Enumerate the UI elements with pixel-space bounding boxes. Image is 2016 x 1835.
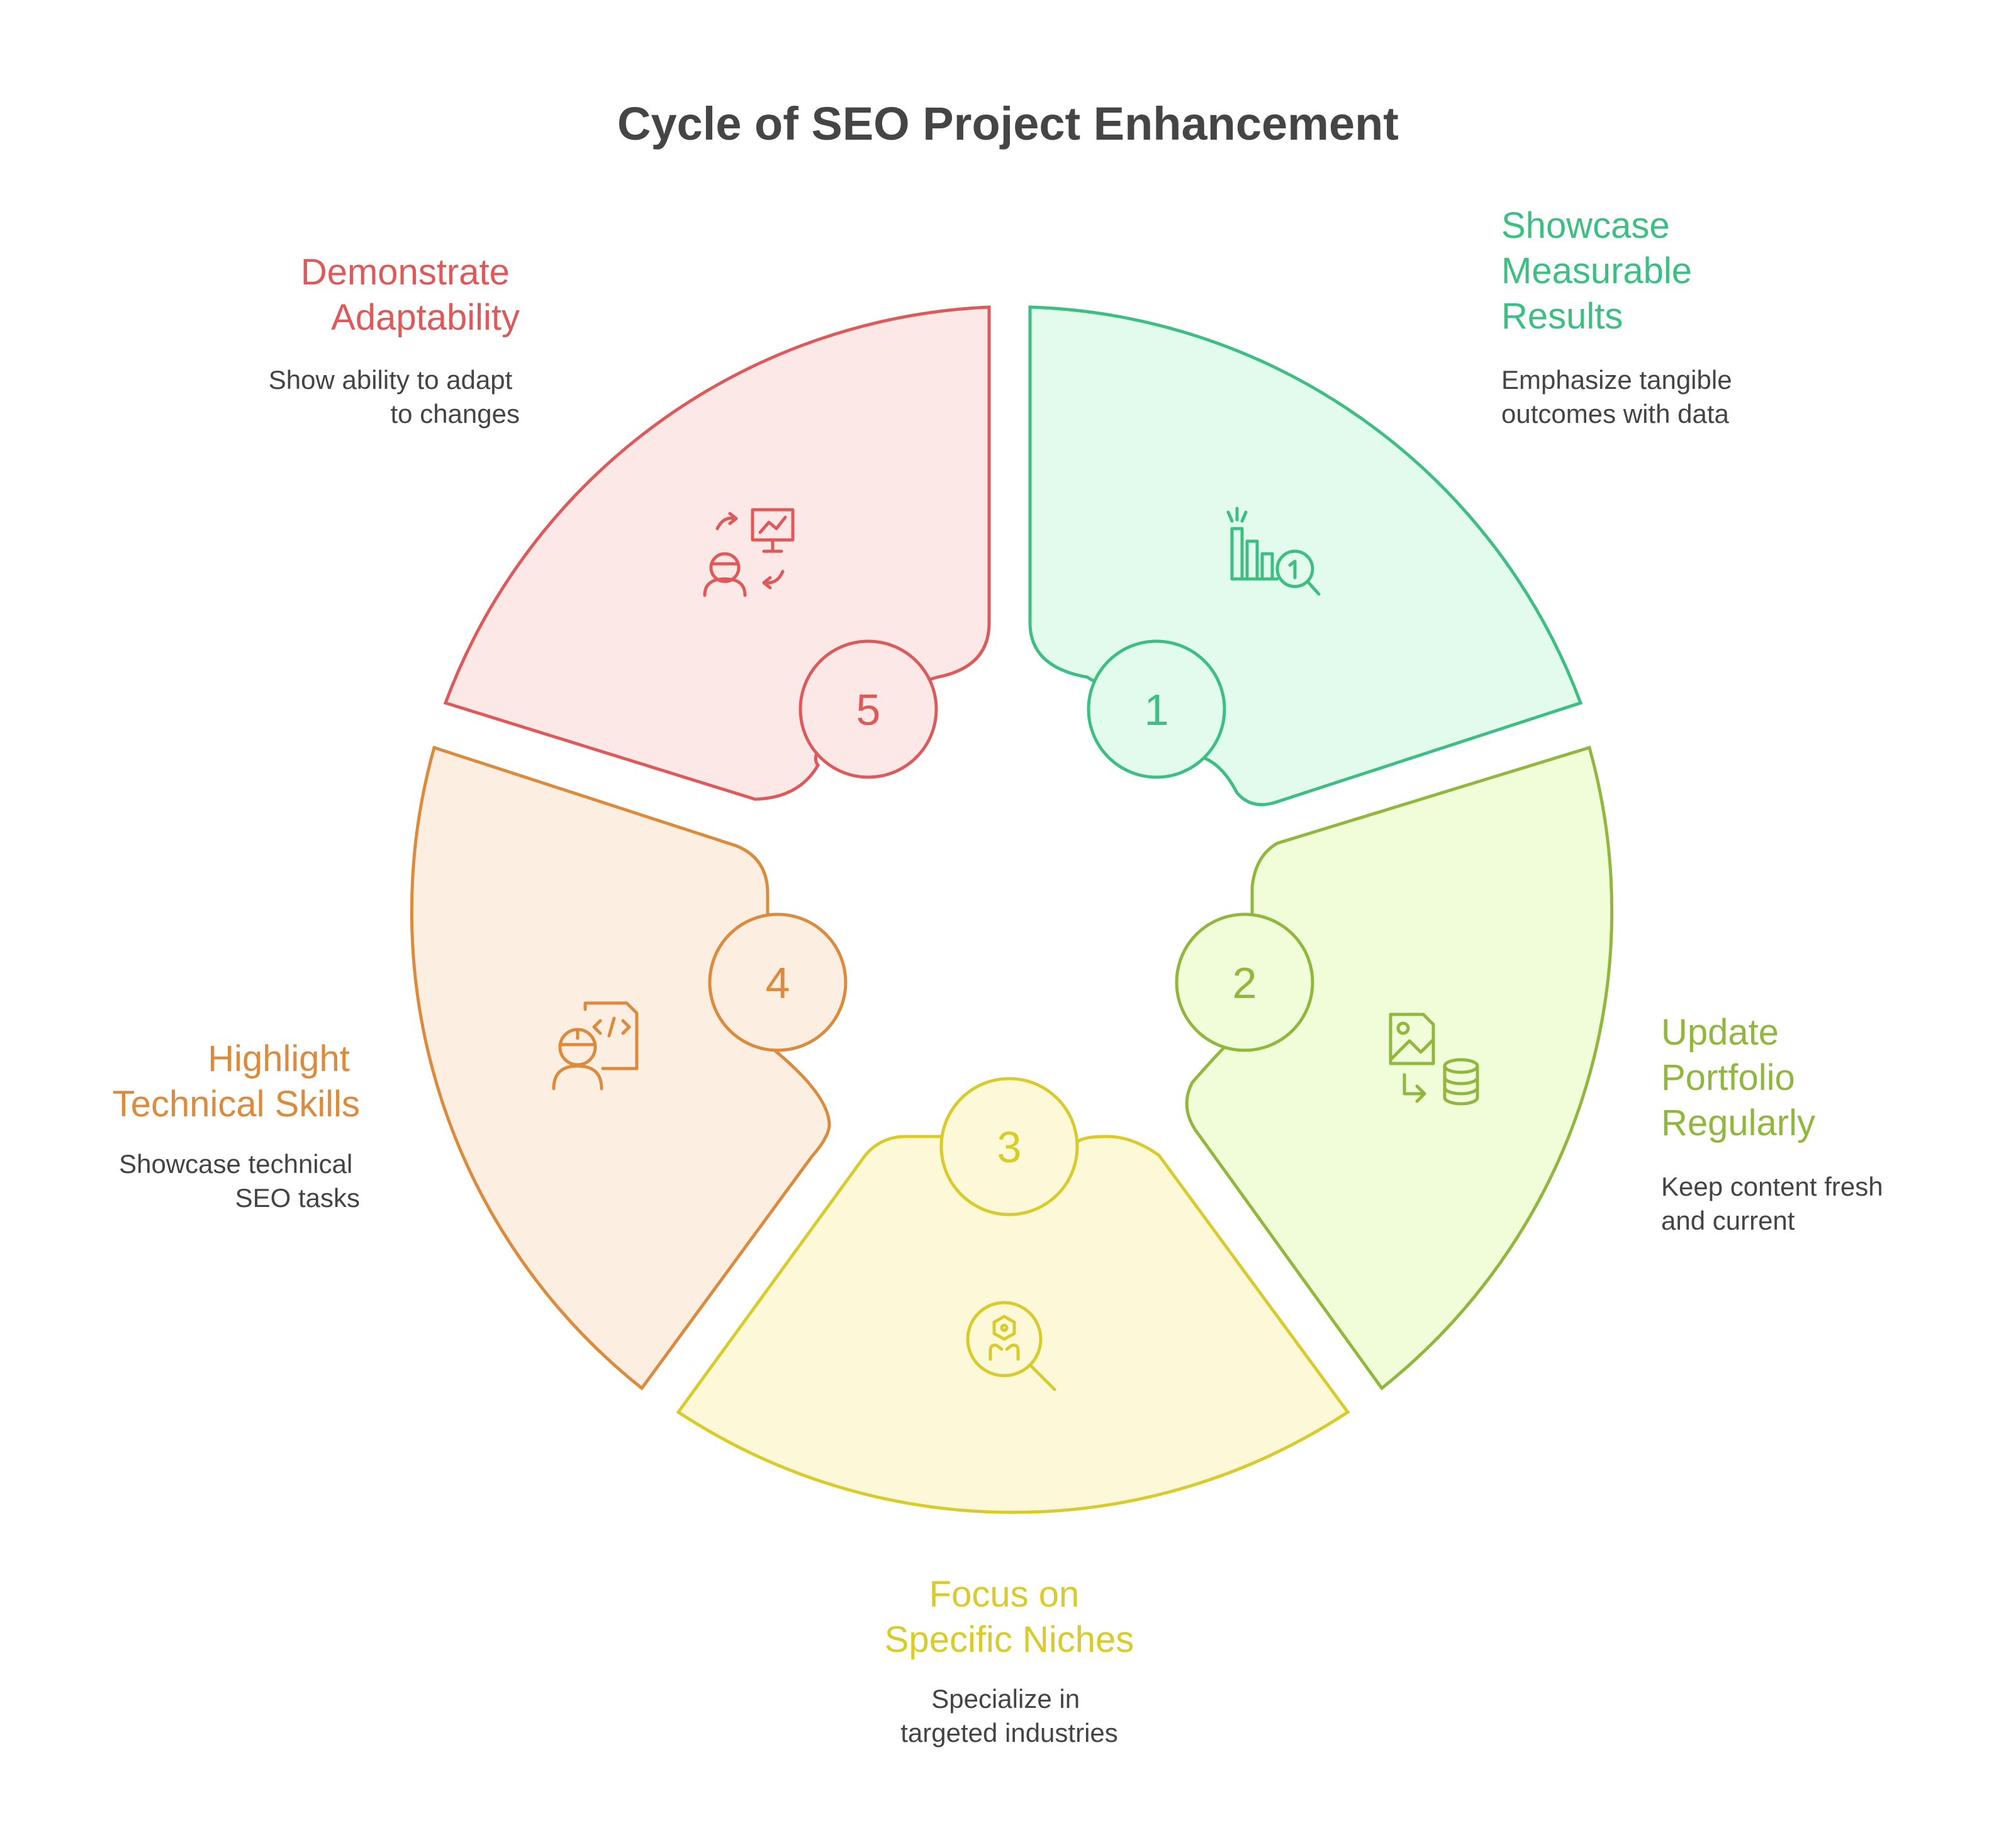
step-heading-4: Highlight Technical Skills bbox=[113, 1038, 360, 1125]
step-heading-3: Focus on Specific Niches bbox=[885, 1574, 1134, 1660]
niche-search-icon bbox=[966, 1301, 1056, 1391]
segment-5: 5 Demonstrate Adaptability Show ability … bbox=[269, 252, 991, 801]
step-description-4: Showcase technical SEO tasks bbox=[119, 1149, 360, 1213]
step-description-3: Specialize in targeted industries bbox=[900, 1684, 1118, 1748]
step-number-1: 1 bbox=[1145, 685, 1169, 734]
step-heading-1: Showcase Measurable Results bbox=[1501, 205, 1702, 337]
step-heading-5: Demonstrate Adaptability bbox=[301, 252, 520, 338]
number-badge-1 bbox=[1087, 639, 1226, 779]
step-number-3: 3 bbox=[997, 1123, 1022, 1172]
number-badge-2 bbox=[1175, 912, 1314, 1052]
segment-1: 1 Showcase Measurable Results Emphasize … bbox=[1028, 205, 1739, 807]
step-number-4: 4 bbox=[766, 958, 790, 1007]
number-badge-4 bbox=[708, 912, 848, 1052]
step-heading-2: Update Portfolio Regularly bbox=[1661, 1012, 1815, 1143]
step-description-1: Emphasize tangible outcomes with data bbox=[1501, 365, 1739, 429]
number-badge-3 bbox=[939, 1077, 1079, 1216]
step-number-2: 2 bbox=[1233, 958, 1257, 1007]
person-presentation-cycle-icon bbox=[703, 508, 795, 597]
segment-4: 4 Highlight Technical Skills Showcase te… bbox=[113, 745, 848, 1391]
segment-2: 2 Update Portfolio Regularly Keep conten… bbox=[1175, 745, 1890, 1391]
image-to-database-icon bbox=[1389, 1013, 1479, 1106]
step-description-5: Show ability to adapt to changes bbox=[269, 365, 520, 429]
engineer-code-icon bbox=[552, 1001, 639, 1091]
step-number-5: 5 bbox=[856, 685, 881, 734]
bar-chart-magnifier-icon bbox=[1226, 507, 1321, 596]
diagram-title: Cycle of SEO Project Enhancement bbox=[617, 98, 1399, 150]
segment-3: 3 Focus on Specific Niches Specialize in… bbox=[676, 1077, 1350, 1748]
number-badge-5 bbox=[798, 639, 938, 779]
step-description-2: Keep content fresh and current bbox=[1661, 1172, 1890, 1235]
